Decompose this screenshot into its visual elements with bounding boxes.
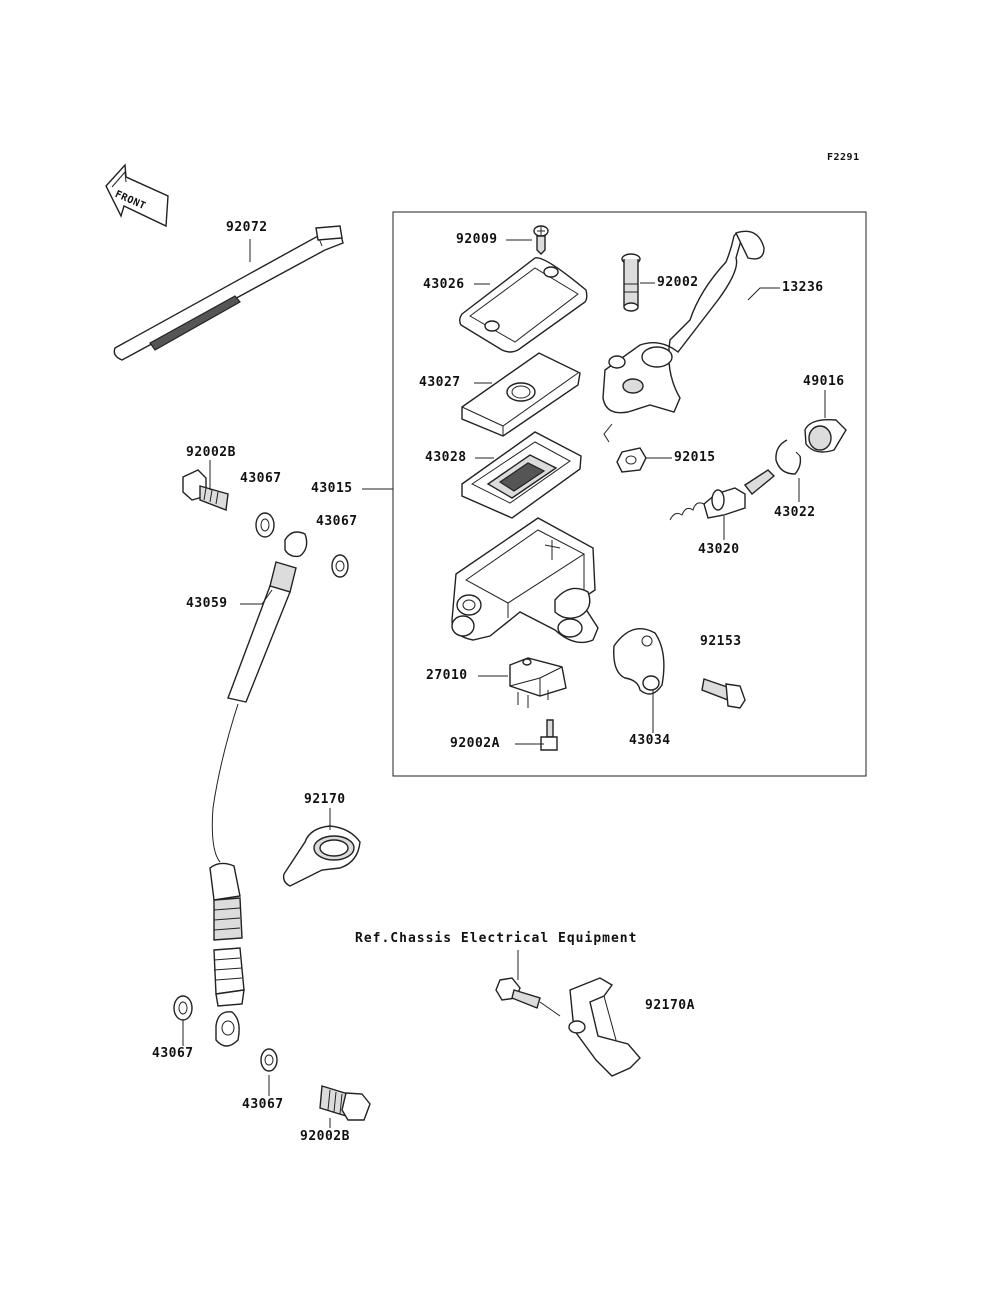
- banjo-bolt-top: [182, 469, 229, 511]
- hose-bracket: [495, 977, 641, 1077]
- washer-a: [255, 512, 275, 538]
- callout-49016: 49016: [803, 374, 845, 389]
- assembly-frame: [392, 211, 867, 777]
- callout-43067-c: 43067: [152, 1046, 194, 1061]
- callout-43028: 43028: [425, 450, 467, 465]
- callout-43059: 43059: [186, 596, 228, 611]
- callout-43022: 43022: [774, 505, 816, 520]
- callout-43067-a: 43067: [240, 471, 282, 486]
- dust-boot: [804, 419, 847, 453]
- leader-lines: [182, 239, 826, 1128]
- callout-92002b-bottom: 92002B: [300, 1129, 350, 1144]
- screw-92009: [533, 225, 549, 255]
- callout-92153: 92153: [700, 634, 742, 649]
- handlebar-clamp: [613, 628, 665, 695]
- lever-nut: [616, 447, 647, 473]
- circlip: [775, 439, 802, 475]
- pivot-bolt: [621, 253, 641, 312]
- callout-92015: 92015: [674, 450, 716, 465]
- brake-hose: [209, 531, 308, 1047]
- callout-92170: 92170: [304, 792, 346, 807]
- washer-d: [260, 1048, 278, 1072]
- callout-92009: 92009: [456, 232, 498, 247]
- callout-13236: 13236: [782, 280, 824, 295]
- callout-92002: 92002: [657, 275, 699, 290]
- washer-b: [331, 554, 349, 578]
- reference-note: Ref.Chassis Electrical Equipment: [355, 931, 638, 946]
- clamp-bolt: [701, 678, 746, 709]
- callout-43015: 43015: [311, 481, 353, 496]
- callout-43027: 43027: [419, 375, 461, 390]
- callout-27010: 27010: [426, 668, 468, 683]
- callout-43034: 43034: [629, 733, 671, 748]
- cable-tie-part: [113, 225, 344, 361]
- callout-43026: 43026: [423, 277, 465, 292]
- banjo-bolt-bottom: [319, 1085, 371, 1121]
- reservoir-cap: [459, 257, 588, 353]
- callout-92170a: 92170A: [645, 998, 695, 1013]
- front-arrow-icon: [105, 163, 169, 228]
- callout-43067-b: 43067: [316, 514, 358, 529]
- hose-clamp: [282, 825, 361, 887]
- figure-code: F2291: [827, 152, 860, 163]
- callout-92072: 92072: [226, 220, 268, 235]
- diaphragm: [461, 431, 582, 519]
- callout-92002a: 92002A: [450, 736, 500, 751]
- brake-switch: [509, 657, 567, 708]
- callout-92002b-top: 92002B: [186, 445, 236, 460]
- piston-kit: [669, 469, 776, 521]
- brake-lever: [602, 230, 765, 443]
- washer-c: [173, 995, 193, 1021]
- master-cylinder-body: [451, 517, 599, 644]
- callout-43067-d: 43067: [242, 1097, 284, 1112]
- callout-43020: 43020: [698, 542, 740, 557]
- switch-screw: [540, 719, 558, 751]
- diaphragm-plate: [461, 352, 581, 437]
